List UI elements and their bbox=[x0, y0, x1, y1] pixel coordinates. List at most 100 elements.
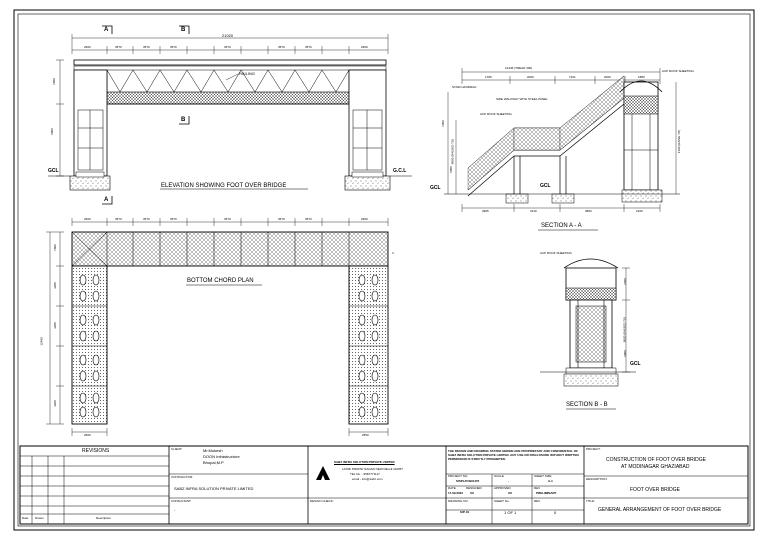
field-value: 0 bbox=[554, 510, 557, 515]
plan-side-dim: 4280 bbox=[52, 322, 57, 329]
company-name: SABZ INFRA SOLUTION PRIVATE LIMITED bbox=[334, 460, 395, 464]
plan-side-dim: 4200 bbox=[52, 400, 57, 407]
section-aa-dim: 1880 bbox=[638, 75, 645, 79]
section-aa-height: 4100 (RAISE TO) bbox=[677, 129, 682, 154]
section-aa-note: ACP ROOF SHEETING bbox=[662, 69, 694, 73]
plan-bay-dim: 3570 bbox=[278, 217, 285, 221]
field-label: REV. bbox=[534, 499, 541, 503]
elevation-bay-dim: 2600 bbox=[361, 45, 368, 49]
elevation-level-right: G.C.L bbox=[393, 168, 407, 174]
field-value: - bbox=[508, 479, 509, 483]
field-label: DRAWING NO. bbox=[448, 499, 469, 503]
elevation-level-left: GCL bbox=[48, 168, 59, 174]
section-b-b bbox=[540, 258, 636, 410]
revision-col-description: Description bbox=[96, 516, 112, 520]
elevation-view bbox=[48, 25, 412, 205]
client-line: Mr.Mukesh bbox=[203, 448, 223, 453]
section-a-a bbox=[444, 68, 680, 231]
bottom-chord-plan bbox=[46, 218, 389, 436]
field-value: 17.09.2022 bbox=[448, 491, 464, 495]
section-aa-height: 1050 bbox=[440, 120, 445, 127]
section-aa-bottom-dim: 3140 bbox=[530, 209, 537, 213]
company-address: email - info@sabz.com bbox=[352, 477, 383, 481]
elevation-bay-dim: 3570 bbox=[143, 45, 150, 49]
plan-bay-dim: 2600 bbox=[361, 217, 368, 221]
design-check-label: DESIGN CHECK: bbox=[310, 499, 334, 503]
client-line: Bhopal,M.P bbox=[203, 460, 224, 465]
plan-side-dim: 1800 bbox=[52, 244, 57, 251]
description-label: DESCRIPTION: bbox=[586, 477, 608, 481]
section-bb-title: SECTION B - B bbox=[566, 402, 608, 408]
description-value: FOOT OVER BRIDGE bbox=[630, 487, 680, 493]
section-aa-dim: 7101 bbox=[569, 75, 576, 79]
section-bb-height: 8800 (RAISED TO) bbox=[622, 316, 627, 343]
section-mark-a-top: A bbox=[104, 27, 109, 33]
section-aa-level: GCL bbox=[430, 185, 441, 191]
field-value: SISPL/FOB/1407 bbox=[456, 479, 480, 483]
section-aa-height: 6050 bbox=[448, 166, 453, 173]
project-label: PROJECT: bbox=[586, 447, 601, 451]
section-bb-roof: ACP ROOF SHEETING bbox=[540, 251, 572, 255]
client-label: CLIENT: bbox=[171, 447, 183, 451]
project-line: CONSTRUCTION OF FOOT OVER BRIDGE bbox=[606, 457, 706, 463]
field-value: SIP-01 bbox=[460, 510, 470, 514]
section-aa-title: SECTION A - A bbox=[541, 223, 582, 229]
field-label: DESIGNED bbox=[466, 486, 482, 490]
plan-width-dim-left: 2500 bbox=[84, 433, 91, 437]
plan-width-dim-right: 2550 bbox=[362, 433, 369, 437]
plan-bay-dim: 3570 bbox=[143, 217, 150, 221]
elevation-title: ELEVATION SHOWING FOOT OVER BRIDGE bbox=[161, 183, 287, 189]
plan-title: BOTTOM CHORD PLAN bbox=[187, 278, 254, 284]
section-aa-dim: 1780 bbox=[485, 75, 492, 79]
revision-col-date: Date bbox=[22, 516, 29, 520]
elevation-bay-dim: 3570 bbox=[305, 45, 312, 49]
field-value: PRELIMINARY bbox=[536, 491, 557, 495]
project-line: AT MODINAGAR GHAZIABAD bbox=[621, 464, 690, 470]
company-address: LAXMI PRATAP NAGAR NEW DELHI 110057 bbox=[342, 467, 403, 471]
plan-side-dim: 4280 bbox=[52, 282, 57, 289]
railing-label: RAILING bbox=[239, 71, 256, 76]
field-value: A-1 bbox=[548, 479, 553, 483]
section-bb-height: 2450 bbox=[622, 278, 627, 285]
section-aa-bottom-dim: 3965 bbox=[482, 209, 489, 213]
plan-bay-dim: 3570 bbox=[305, 217, 312, 221]
plan-bay-dim: 3570 bbox=[170, 217, 177, 221]
field-label: SCALE bbox=[494, 474, 504, 478]
section-aa-bottom-dim: 3800 bbox=[585, 209, 592, 213]
plan-bay-dim: 3570 bbox=[224, 217, 231, 221]
section-aa-bottom-dim: 2100 bbox=[636, 209, 643, 213]
revision-col-drawn: Drawn bbox=[35, 516, 44, 520]
section-mark-b-bottom: B bbox=[181, 117, 186, 123]
plan-height-dim: 12480 bbox=[39, 337, 44, 346]
elevation-bay-dim: 3570 bbox=[170, 45, 177, 49]
consultant-value: - bbox=[174, 507, 176, 512]
section-aa-level: GCL bbox=[540, 183, 551, 189]
section-mark-b-top: B bbox=[181, 27, 186, 33]
section-aa-dim: 2000 bbox=[527, 75, 534, 79]
inner-border bbox=[17, 13, 751, 527]
section-bb-height: 6000 bbox=[622, 350, 627, 357]
client-line: DOON Infrastructure bbox=[203, 454, 240, 459]
section-aa-note: STAIR HANDRAIL bbox=[452, 85, 477, 89]
elevation-height-dim: 6800 bbox=[49, 128, 54, 135]
title-label: TITLE: bbox=[586, 499, 596, 503]
section-aa-dim: 2000 bbox=[604, 75, 611, 79]
section-mark-a-bottom: A bbox=[104, 197, 109, 203]
field-value: 1 OF 1 bbox=[504, 510, 517, 515]
section-aa-dim: 12445 (TREAD 300) bbox=[505, 66, 533, 70]
revisions-title: REVISIONS bbox=[82, 448, 110, 454]
confidentiality-notice: THE DESIGN AND DRAWING STATED HEREIN ARE… bbox=[448, 449, 579, 461]
elevation-bay-dim: 2600 bbox=[84, 45, 91, 49]
plan-bay-dim: 2600 bbox=[84, 217, 91, 221]
title-value: GENERAL ARRANGEMENT OF FOOT OVER BRIDGE bbox=[598, 507, 722, 513]
elevation-depth-dim: 1800 bbox=[51, 78, 56, 85]
consultant-label: CONSULTANT: bbox=[171, 499, 192, 503]
outer-border bbox=[13, 9, 755, 531]
section-bb-level: GCL bbox=[630, 361, 641, 367]
elevation-bay-dim: 3570 bbox=[278, 45, 285, 49]
contractor-label: CONTRACTOR: bbox=[171, 475, 193, 479]
plan-bay-dim: 3570 bbox=[115, 217, 122, 221]
field-label: DATE bbox=[448, 486, 456, 490]
